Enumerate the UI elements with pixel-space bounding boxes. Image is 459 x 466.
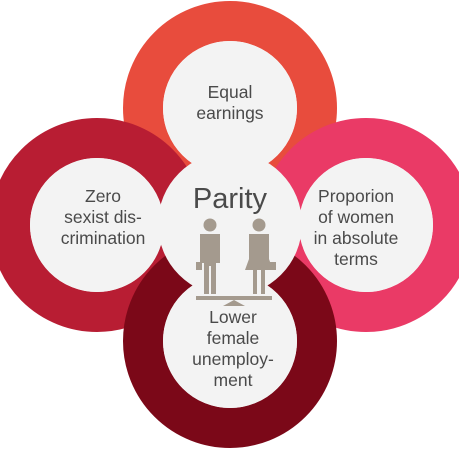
disc-right <box>299 158 433 292</box>
node-label-proportion-of-women: Proporion of women in absolute terms <box>313 186 399 269</box>
node-label-zero-sexist-discrimination: Zero sexist dis- crimination <box>60 186 146 248</box>
node-label-lower-female-unemployment: Lower female unemploy- ment <box>192 307 274 390</box>
disc-top <box>163 41 297 175</box>
people-balance-icon <box>196 218 276 306</box>
center-title: Parity <box>192 183 268 215</box>
node-label-equal-earnings: Equal earnings <box>196 82 264 123</box>
disc-center <box>158 152 302 296</box>
disc-left <box>30 158 164 292</box>
disc-bottom <box>163 274 297 408</box>
